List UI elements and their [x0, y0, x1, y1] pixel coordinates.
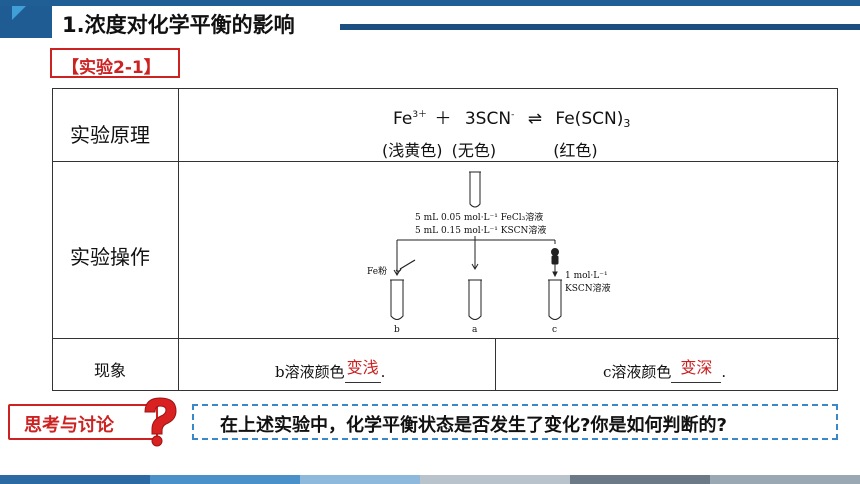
row-divider-1: [53, 161, 839, 162]
experiment-tag-label: 【实验2-1】: [62, 58, 161, 78]
observation-b-prefix: b溶液颜色: [275, 363, 345, 381]
discussion-label-box: 思考与讨论: [8, 404, 158, 440]
reagent-line-2: 5 mL 0.15 mol·L⁻¹ KSCN溶液: [415, 224, 546, 236]
eq-product: Fe(SCN): [555, 109, 624, 129]
experiment-diagram: 5 mL 0.05 mol·L⁻¹ FeCl₃溶液 5 mL 0.15 mol·…: [367, 171, 611, 335]
eq-fe: Fe: [393, 109, 413, 129]
footer-bar: [0, 475, 860, 484]
row-divider-2: [53, 338, 839, 339]
discussion-question-box: 在上述实验中，化学平衡状态是否发生了变化?你是如何判断的?: [192, 404, 838, 440]
eq-plus: ＋: [434, 109, 452, 129]
top-bar: [0, 0, 860, 6]
species-colors: (浅黄色) (无色) (红色): [382, 137, 598, 161]
observation-b: b溶液颜色变浅.: [275, 358, 385, 383]
observation-b-blank: 变浅: [344, 358, 381, 383]
title-underline: [340, 24, 860, 30]
chemical-equation: Fe3＋ ＋ 3SCN- ⇌ Fe(SCN)3: [393, 104, 630, 130]
reagent-line-1: 5 mL 0.05 mol·L⁻¹ FeCl₃溶液: [415, 211, 543, 223]
corner-notch: [12, 6, 26, 20]
tube-a-label: a: [472, 325, 478, 335]
source-test-tube: [469, 171, 481, 208]
dropper-icon: [551, 248, 559, 278]
observation-c-blank: 变深: [671, 358, 722, 383]
test-tube-b: [390, 279, 404, 320]
observation-c-prefix: c溶液颜色: [603, 363, 672, 381]
eq-arrow: ⇌: [527, 109, 542, 129]
tube-b-label: b: [394, 325, 400, 335]
row-label-principle: 实验原理: [70, 123, 150, 147]
observation-b-answer: 变浅: [346, 358, 379, 377]
observation-divider: [495, 338, 496, 391]
eq-fe-charge: 3＋: [412, 110, 428, 120]
question-mark-icon: [144, 397, 177, 447]
discussion-question: 在上述实验中，化学平衡状态是否发生了变化?你是如何判断的?: [220, 415, 727, 436]
page-title: 1.浓度对化学平衡的影响: [62, 13, 295, 37]
eq-scn: 3SCN: [464, 109, 512, 129]
observation-c-answer: 变深: [680, 358, 713, 377]
tube-c-label: c: [552, 325, 557, 335]
observation-c-suffix: .: [721, 363, 727, 381]
column-divider: [178, 89, 179, 391]
experiment-table: [52, 88, 839, 391]
discussion-label: 思考与讨论: [24, 415, 114, 436]
kscn-concentration-label: 1 mol·L⁻¹: [565, 271, 608, 281]
row-label-operation: 实验操作: [70, 245, 150, 269]
color-product: (红色): [553, 141, 598, 160]
spatula-icon: [395, 259, 416, 272]
eq-product-sub: 3: [623, 117, 631, 130]
row-label-phenomenon: 现象: [94, 361, 127, 380]
corner-decoration: [0, 6, 52, 38]
color-scn: (无色): [451, 141, 497, 160]
color-fe: (浅黄色): [382, 141, 443, 160]
observation-b-suffix: .: [380, 363, 386, 381]
observation-c: c溶液颜色变深.: [603, 358, 726, 383]
kscn-solution-label: KSCN溶液: [565, 282, 611, 294]
eq-scn-charge: -: [511, 110, 515, 120]
experiment-tag: 【实验2-1】: [50, 48, 180, 78]
fe-powder-label: Fe粉: [367, 265, 387, 277]
test-tube-a: [468, 279, 482, 320]
distribution-lines: [393, 236, 556, 276]
test-tube-c: [548, 279, 562, 320]
